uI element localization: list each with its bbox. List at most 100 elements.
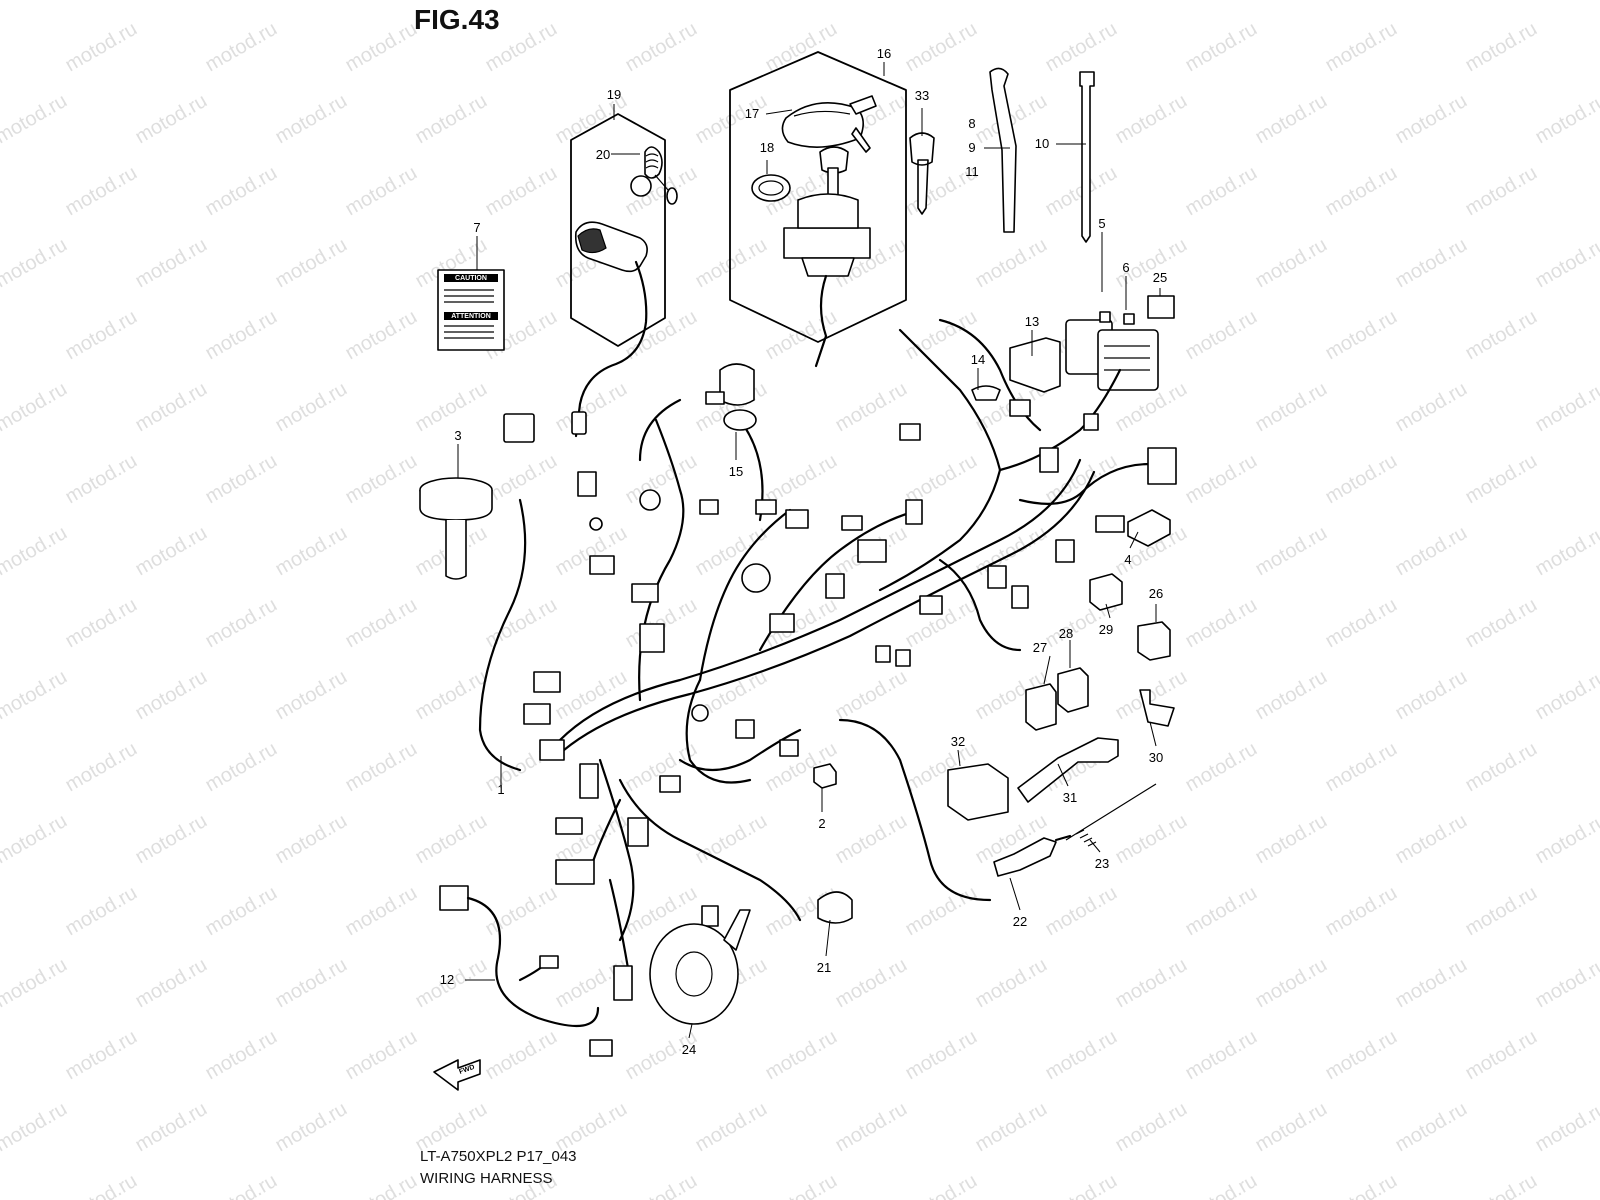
coil-cord-part: [644, 146, 663, 179]
watermark-text: motod.ru: [482, 162, 561, 221]
bracket-31-part: [1017, 737, 1119, 803]
watermark-text: motod.ru: [1252, 90, 1331, 149]
connector-part: [571, 411, 587, 435]
watermark-text: motod.ru: [1112, 90, 1191, 149]
watermark-text: motod.ru: [272, 90, 351, 149]
watermark-text: motod.ru: [1322, 594, 1401, 653]
horn-part: [649, 909, 751, 1025]
watermark-text: motod.ru: [1532, 90, 1600, 149]
watermark-text: motod.ru: [0, 306, 1, 365]
watermark-text: motod.ru: [62, 882, 141, 941]
watermark-text: motod.ru: [832, 0, 911, 4]
watermark-text: motod.ru: [1322, 882, 1401, 941]
watermark-text: motod.ru: [0, 810, 71, 869]
watermark-text: motod.ru: [202, 306, 281, 365]
watermark-text: motod.ru: [972, 954, 1051, 1013]
watermark-text: motod.ru: [412, 666, 491, 725]
fwd-arrow: FWD: [433, 1059, 481, 1091]
callout-4: 4: [1124, 552, 1131, 567]
switch-cap-part: [630, 175, 652, 197]
callout-6: 6: [1122, 260, 1129, 275]
watermark-text: motod.ru: [62, 162, 141, 221]
watermark-text: motod.ru: [342, 594, 421, 653]
footer-code: LT-A750XPL2 P17_043: [420, 1148, 577, 1165]
leader-lines: [457, 62, 1161, 1039]
watermark-text: motod.ru: [132, 90, 211, 149]
watermark-text: motod.ru: [482, 882, 561, 941]
watermark-text: motod.ru: [62, 450, 141, 509]
watermark-text: motod.ru: [832, 954, 911, 1013]
watermark-text: motod.ru: [622, 1170, 701, 1200]
watermark-text: motod.ru: [972, 0, 1051, 4]
watermark-text: motod.ru: [62, 738, 141, 797]
bezel-ring-part: [751, 174, 791, 202]
callout-7: 7: [473, 220, 480, 235]
callout-20: 20: [596, 147, 610, 162]
watermark-text: motod.ru: [902, 1026, 981, 1085]
callout-10: 10: [1035, 136, 1049, 151]
watermark-text: motod.ru: [0, 666, 71, 725]
watermark-text: motod.ru: [1462, 594, 1541, 653]
watermark-text: motod.ru: [1322, 162, 1401, 221]
callout-15: 15: [729, 464, 743, 479]
watermark-text: motod.ru: [132, 810, 211, 869]
ignition-switch-part: [783, 227, 871, 259]
watermark-text: motod.ru: [412, 810, 491, 869]
watermark-text: motod.ru: [1252, 234, 1331, 293]
watermark-text: motod.ru: [0, 882, 1, 941]
watermark-text: motod.ru: [692, 1098, 771, 1157]
bracket-30-part: [1139, 689, 1175, 727]
callout-3: 3: [454, 428, 461, 443]
watermark-text: motod.ru: [1532, 1098, 1600, 1157]
watermark-text: motod.ru: [1392, 0, 1471, 4]
callout-22: 22: [1013, 914, 1027, 929]
watermark-text: motod.ru: [342, 1170, 421, 1200]
watermark-text: motod.ru: [342, 1026, 421, 1085]
footer-title: WIRING HARNESS: [420, 1170, 553, 1187]
watermark-text: motod.ru: [482, 450, 561, 509]
watermark-text: motod.ru: [0, 738, 1, 797]
watermark-text: motod.ru: [972, 234, 1051, 293]
callout-19: 19: [607, 87, 621, 102]
watermark-text: motod.ru: [622, 306, 701, 365]
watermark-text: motod.ru: [1532, 522, 1600, 581]
watermark-text: motod.ru: [272, 378, 351, 437]
connector-29-part: [1089, 573, 1123, 611]
watermark-text: motod.ru: [832, 810, 911, 869]
watermark-text: motod.ru: [0, 18, 1, 77]
watermark-text: motod.ru: [692, 0, 771, 4]
watermark-text: motod.ru: [1532, 954, 1600, 1013]
key-part: [909, 132, 935, 215]
watermark-text: motod.ru: [1182, 306, 1261, 365]
watermark-text: motod.ru: [1252, 810, 1331, 869]
watermark-text: motod.ru: [1042, 162, 1121, 221]
callout-18: 18: [760, 140, 774, 155]
watermark-text: motod.ru: [902, 1170, 981, 1200]
watermark-text: motod.ru: [1182, 1026, 1261, 1085]
watermark-text: motod.ru: [202, 594, 281, 653]
callout-14: 14: [971, 352, 985, 367]
clamp-tie-part: [989, 67, 1017, 233]
callout-5: 5: [1098, 216, 1105, 231]
watermark-text: motod.ru: [1182, 18, 1261, 77]
watermark-text: motod.ru: [202, 450, 281, 509]
watermark-text: motod.ru: [342, 738, 421, 797]
watermark-text: motod.ru: [762, 306, 841, 365]
watermark-text: motod.ru: [1462, 18, 1541, 77]
watermark-text: motod.ru: [1392, 666, 1471, 725]
watermark-text: motod.ru: [132, 234, 211, 293]
watermark-text: motod.ru: [1042, 18, 1121, 77]
watermark-text: motod.ru: [1462, 1170, 1541, 1200]
watermark-text: motod.ru: [1252, 666, 1331, 725]
watermark-text: motod.ru: [1392, 954, 1471, 1013]
watermark-text: motod.ru: [342, 18, 421, 77]
watermark-text: motod.ru: [1322, 1026, 1401, 1085]
watermark-text: motod.ru: [482, 1026, 561, 1085]
cable-tie-part: [1079, 71, 1095, 243]
watermark-text: motod.ru: [1392, 378, 1471, 437]
callout-31: 31: [1063, 790, 1077, 805]
callout-23: 23: [1095, 856, 1109, 871]
caution-heading: CAUTION: [455, 275, 487, 282]
